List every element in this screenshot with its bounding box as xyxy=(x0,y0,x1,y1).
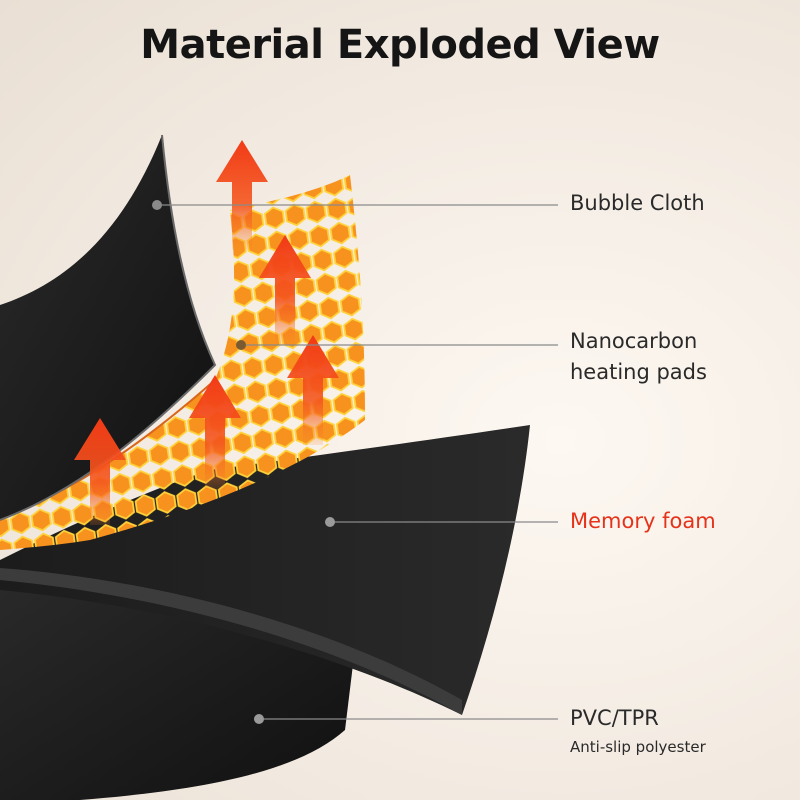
leader-dot xyxy=(152,200,162,210)
heat-arrow-icon xyxy=(189,375,241,490)
page-title: Material Exploded View xyxy=(140,22,660,68)
heat-arrow-icon xyxy=(74,418,126,525)
label-bubble-cloth: Bubble Cloth xyxy=(570,191,705,215)
leader-dot xyxy=(325,517,335,527)
heat-arrow-icon xyxy=(259,235,311,345)
leader-dot xyxy=(254,714,264,724)
label-memory-foam: Memory foam xyxy=(570,509,716,533)
label-anti-slip-polyester: Anti-slip polyester xyxy=(570,738,706,756)
label-nanocarbon-heating-pads: Nanocarbon heating pads xyxy=(570,329,707,384)
heat-arrow-icon xyxy=(216,140,268,250)
memory-foam-layer xyxy=(0,425,530,715)
bubble-cloth-layer xyxy=(0,135,215,520)
label-pvc-tpr: PVC/TPR xyxy=(570,706,659,730)
heat-arrow-icon xyxy=(287,335,339,445)
leader-dot xyxy=(236,340,246,350)
